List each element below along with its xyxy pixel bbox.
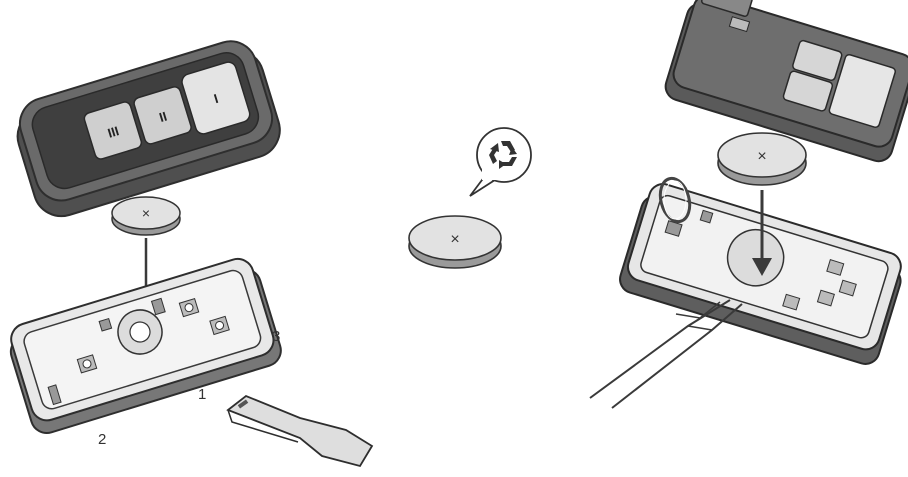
battery-mark: × [142,205,150,221]
callout-1: 1 [198,386,206,403]
battery-mark: × [450,231,459,248]
callout-2: 2 [98,431,106,448]
battery-middle: × [409,216,501,268]
callout-3: 3 [272,328,280,345]
panel-right: × [590,0,908,408]
battery-mark: × [757,148,766,165]
panel-middle: × [409,128,531,268]
battery-right: × [718,133,806,185]
opening-lever-tool [228,396,372,466]
panel-left: III II I × [3,34,372,466]
remote-cover-left: III II I [8,34,287,223]
battery-left: × [112,197,180,235]
